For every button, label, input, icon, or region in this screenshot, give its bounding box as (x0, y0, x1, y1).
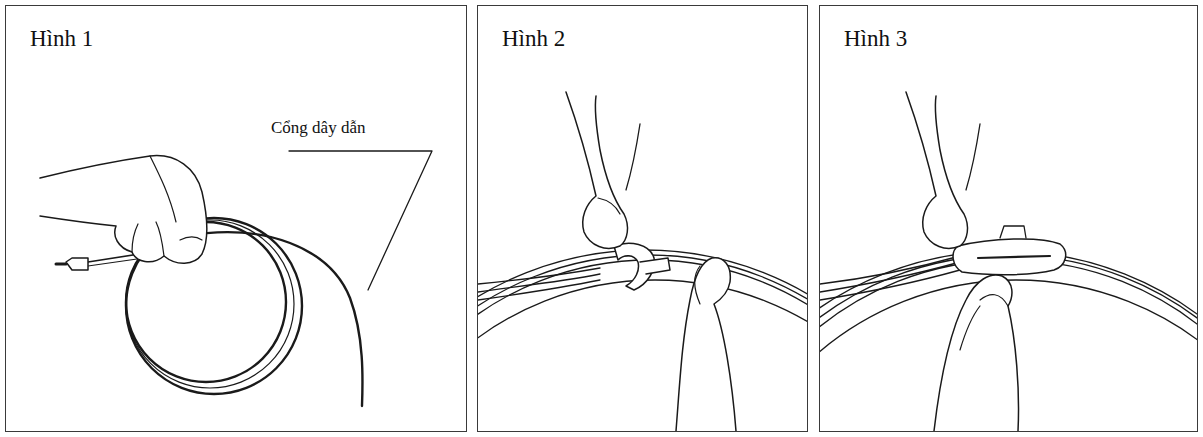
hand-detail (598, 198, 620, 214)
wire (820, 270, 960, 300)
clip-illustration (820, 92, 1197, 431)
wire-loop (820, 260, 1197, 431)
hand-detail (156, 222, 164, 256)
part-label: Cổng dây dẫn (271, 118, 365, 138)
hub-connector (56, 263, 66, 266)
hand-detail (695, 266, 700, 304)
guidewire-end (185, 232, 363, 406)
figure-panel: Hình 2 (477, 5, 808, 432)
hand-detail (180, 237, 202, 240)
hand-detail (626, 124, 640, 190)
wire (478, 280, 600, 300)
figure-panel: Hình 3 (819, 5, 1198, 432)
figure-panel: Hình 1 (5, 5, 467, 432)
wire-loop (820, 251, 1197, 431)
hand-detail (960, 306, 980, 350)
clip-illustration (478, 92, 807, 431)
coil-illustration (40, 151, 432, 406)
hand (676, 258, 736, 431)
wire (820, 256, 960, 284)
hub-connector (66, 258, 88, 270)
hand (906, 92, 967, 248)
wire-clip (640, 258, 670, 274)
clip-slot (978, 256, 1050, 258)
hand-detail (150, 156, 176, 222)
wire-clip (1000, 226, 1026, 238)
hand (566, 92, 627, 248)
hand-detail (966, 124, 980, 190)
panel-title: Hình 1 (30, 26, 93, 52)
hand (40, 156, 207, 264)
wire (478, 268, 600, 284)
wire-loop (478, 280, 807, 431)
leader-line (289, 151, 432, 290)
hand (934, 275, 1019, 431)
panel-title: Hình 2 (502, 26, 565, 52)
hand-detail (980, 295, 1008, 306)
wire-clip (953, 239, 1066, 275)
hand-detail (132, 224, 138, 252)
panel-title: Hình 3 (844, 26, 907, 52)
